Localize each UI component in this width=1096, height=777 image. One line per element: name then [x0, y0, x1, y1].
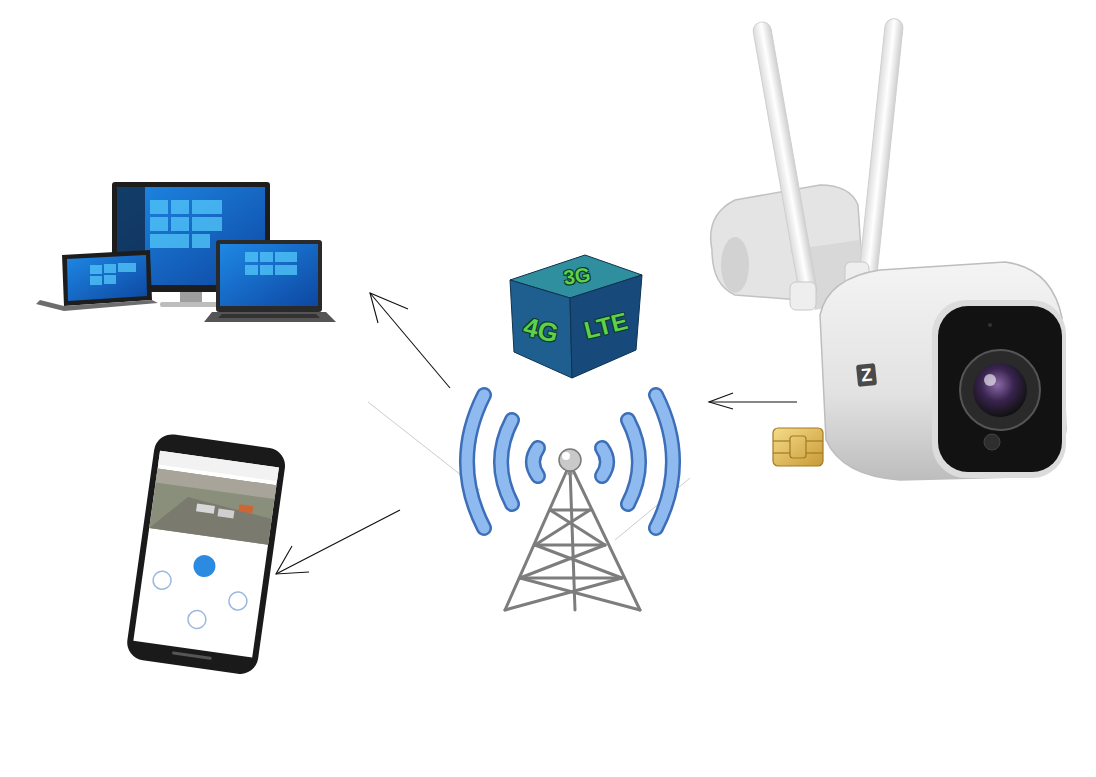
- network-label: 3G: [562, 264, 591, 288]
- brand-logo: Z: [856, 363, 877, 387]
- network-label: 4G: [521, 313, 561, 347]
- network-cube: 3G4GLTE: [505, 250, 647, 382]
